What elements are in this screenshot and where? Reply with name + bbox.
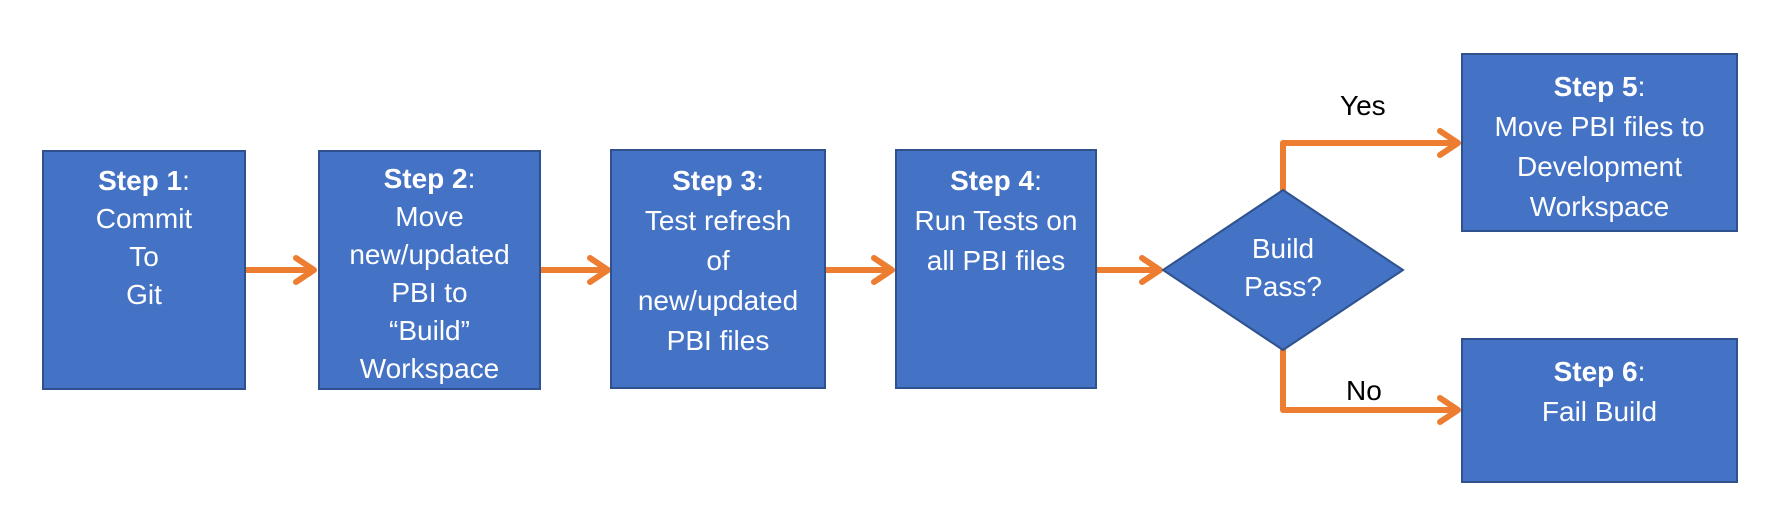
step-2-line-2: new/updated xyxy=(349,239,510,270)
decision-diamond xyxy=(1161,188,1405,352)
step-4-line-1: Run Tests on xyxy=(914,205,1078,236)
step-3-title: Step 3: xyxy=(672,165,764,196)
step-1-line-1: Commit xyxy=(95,203,193,234)
step-3-line-2: of xyxy=(706,245,730,276)
step-3-line-3: new/updated xyxy=(637,285,799,316)
step-2-line-1: Move xyxy=(395,201,464,232)
arrow-no-branch xyxy=(1280,347,1461,425)
step-2-title: Step 2: xyxy=(383,163,476,194)
step-1-line-2: To xyxy=(129,241,159,272)
step-3-box: Step 3: Test refresh of new/updated PBI … xyxy=(610,149,826,389)
no-label: No xyxy=(1346,375,1382,406)
step-5-box: Step 5: Move PBI files to Development Wo… xyxy=(1461,53,1738,232)
decision-line-2: Pass? xyxy=(1244,271,1322,302)
arrow-step1-step2 xyxy=(243,255,317,285)
step-6-box: Step 6: Fail Build xyxy=(1461,338,1738,483)
step-2-box: Step 2: Move new/updated PBI to “Build” … xyxy=(318,150,541,390)
step-3-line-1: Test refresh xyxy=(644,205,792,236)
arrow-step2-step3 xyxy=(538,255,611,285)
step-1-box: Step 1: Commit To Git xyxy=(42,150,246,390)
step-1-title: Step 1: xyxy=(98,165,190,196)
yes-label: Yes xyxy=(1340,90,1386,121)
step-5-line-2: Development xyxy=(1517,151,1682,182)
decision-line-1: Build xyxy=(1251,233,1315,264)
step-3-line-4: PBI files xyxy=(666,325,770,356)
arrow-step3-step4 xyxy=(823,255,895,285)
step-6-title: Step 6: xyxy=(1553,356,1646,387)
step-2-line-5: Workspace xyxy=(359,353,500,384)
step-1-line-3: Git xyxy=(126,279,162,310)
step-2-line-3: PBI to xyxy=(391,277,468,308)
step-4-line-2: all PBI files xyxy=(926,245,1066,276)
step-5-line-1: Move PBI files to xyxy=(1494,111,1705,142)
arrow-step4-decision xyxy=(1094,255,1163,285)
arrow-yes-branch xyxy=(1280,128,1461,193)
step-5-line-3: Workspace xyxy=(1529,191,1670,222)
step-5-title: Step 5: xyxy=(1553,71,1646,102)
step-4-box: Step 4: Run Tests on all PBI files xyxy=(895,149,1097,389)
step-2-line-4: “Build” xyxy=(389,315,470,346)
step-6-line-1: Fail Build xyxy=(1541,396,1658,427)
decision-label: Build Pass? xyxy=(1203,230,1363,306)
step-4-title: Step 4: xyxy=(950,165,1042,196)
